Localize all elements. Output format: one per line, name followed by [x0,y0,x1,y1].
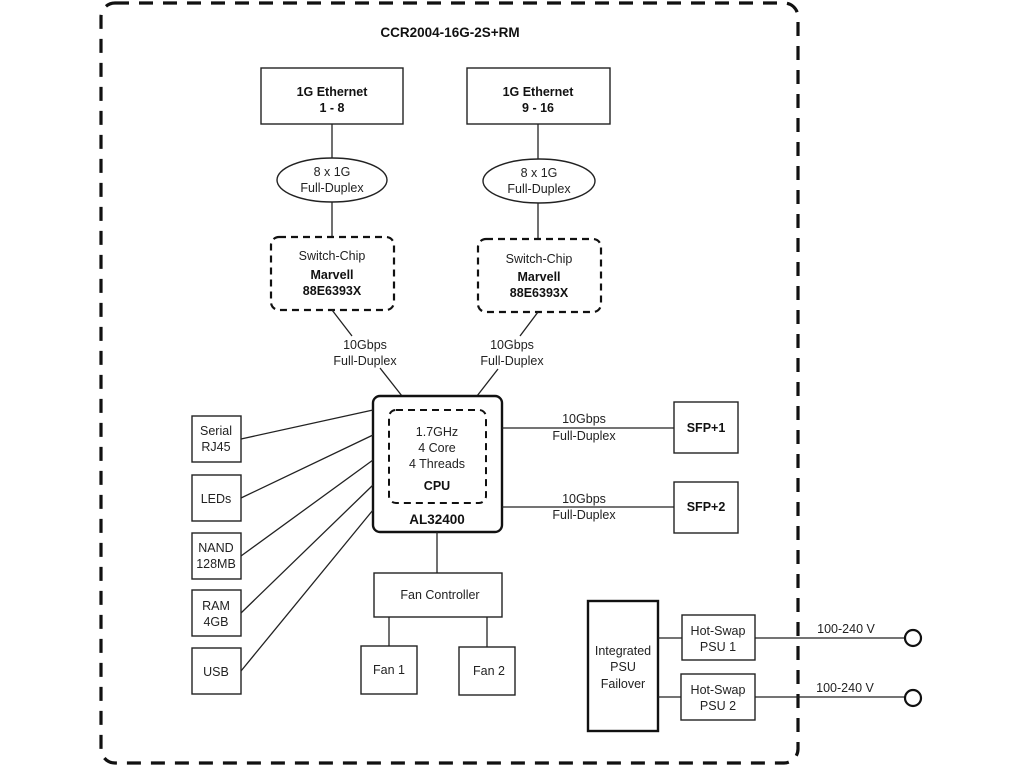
switch-chip-model: 88E6393X [510,286,569,300]
psu-failover: Integrated PSU Failover [586,599,660,733]
sfp-port-2: SFP+2 [673,481,739,534]
peripheral-nand: NAND 128MB [191,532,242,580]
psu-input-voltage: 100-240 V [817,622,875,636]
link-duplex: Full-Duplex [507,182,571,196]
ethernet-block-1-8: 1G Ethernet 1 - 8 [260,67,404,125]
fan-controller-label: Fan Controller [400,588,479,602]
sfp-port-1: SFP+1 [673,401,739,454]
uplink-duplex: Full-Duplex [480,354,544,368]
peripheral-label: RAM [202,599,230,613]
hot-swap-psu-1: Hot-Swap PSU 1 [681,614,756,661]
sfp-link-duplex: Full-Duplex [552,429,616,443]
power-input-1-icon [903,628,923,648]
psu-label: PSU 1 [700,640,736,654]
peripheral-detail: 128MB [196,557,236,571]
switch-chip-1: Switch-Chip Marvell 88E6393X [269,235,396,312]
peripheral-label: NAND [198,541,233,555]
ethernet-label: 1G Ethernet [297,85,369,99]
switch-chip-2: Switch-Chip Marvell 88E6393X [476,237,603,314]
psu-label: Hot-Swap [691,683,746,697]
link-speed: 8 x 1G [521,166,558,180]
cpu-block: 1.7GHz 4 Core 4 Threads CPU AL32400 [371,394,504,534]
switch-chip-type: Switch-Chip [299,249,366,263]
psu-label: Hot-Swap [691,624,746,638]
failover-label: Integrated [595,644,651,658]
uplink-speed: 10Gbps [343,338,387,352]
switch-chip-vendor: Marvell [310,268,353,282]
ethernet-link-1: 8 x 1G Full-Duplex [276,157,388,203]
psu-input-voltage: 100-240 V [816,681,874,695]
switch-chip-vendor: Marvell [517,270,560,284]
ethernet-label: 1G Ethernet [503,85,575,99]
cpu-model: AL32400 [409,512,465,527]
ethernet-range: 9 - 16 [522,101,554,115]
link-duplex: Full-Duplex [300,181,364,195]
ethernet-link-2: 8 x 1G Full-Duplex [482,158,596,204]
sfp-label: SFP+2 [687,500,726,514]
peripheral-leds: LEDs [191,474,242,522]
failover-label: Failover [601,677,645,691]
hot-swap-psu-2: Hot-Swap PSU 2 [680,673,756,721]
cpu-cores: 4 Core [418,441,456,455]
ethernet-block-9-16: 1G Ethernet 9 - 16 [466,67,611,125]
device-title: CCR2004-16G-2S+RM [380,25,519,40]
failover-label: PSU [610,660,636,674]
sfp-link-duplex: Full-Duplex [552,508,616,522]
cpu-label: CPU [424,479,450,493]
psu-label: PSU 2 [700,699,736,713]
peripheral-label: USB [203,665,229,679]
power-input-2-icon [903,688,923,708]
fan-label: Fan 2 [473,664,505,678]
uplink-speed: 10Gbps [490,338,534,352]
fan-1: Fan 1 [360,645,418,695]
peripheral-usb: USB [191,647,242,695]
switch-chip-type: Switch-Chip [506,252,573,266]
device-boundary [99,1,800,765]
peripheral-detail: 4GB [203,615,228,629]
link-speed: 8 x 1G [314,165,351,179]
sfp-label: SFP+1 [687,421,726,435]
peripheral-ram: RAM 4GB [191,589,242,637]
peripheral-label: LEDs [201,492,232,506]
peripheral-label: Serial [200,424,232,438]
fan-controller: Fan Controller [373,572,503,618]
cpu-frequency: 1.7GHz [416,425,458,439]
peripheral-serial: Serial RJ45 [191,415,242,463]
cpu-threads: 4 Threads [409,457,465,471]
fan-label: Fan 1 [373,663,405,677]
uplink-duplex: Full-Duplex [333,354,397,368]
ethernet-range: 1 - 8 [319,101,344,115]
sfp-link-speed: 10Gbps [562,412,606,426]
switch-chip-model: 88E6393X [303,284,362,298]
sfp-link-speed: 10Gbps [562,492,606,506]
peripheral-detail: RJ45 [201,440,230,454]
fan-2: Fan 2 [458,646,516,696]
